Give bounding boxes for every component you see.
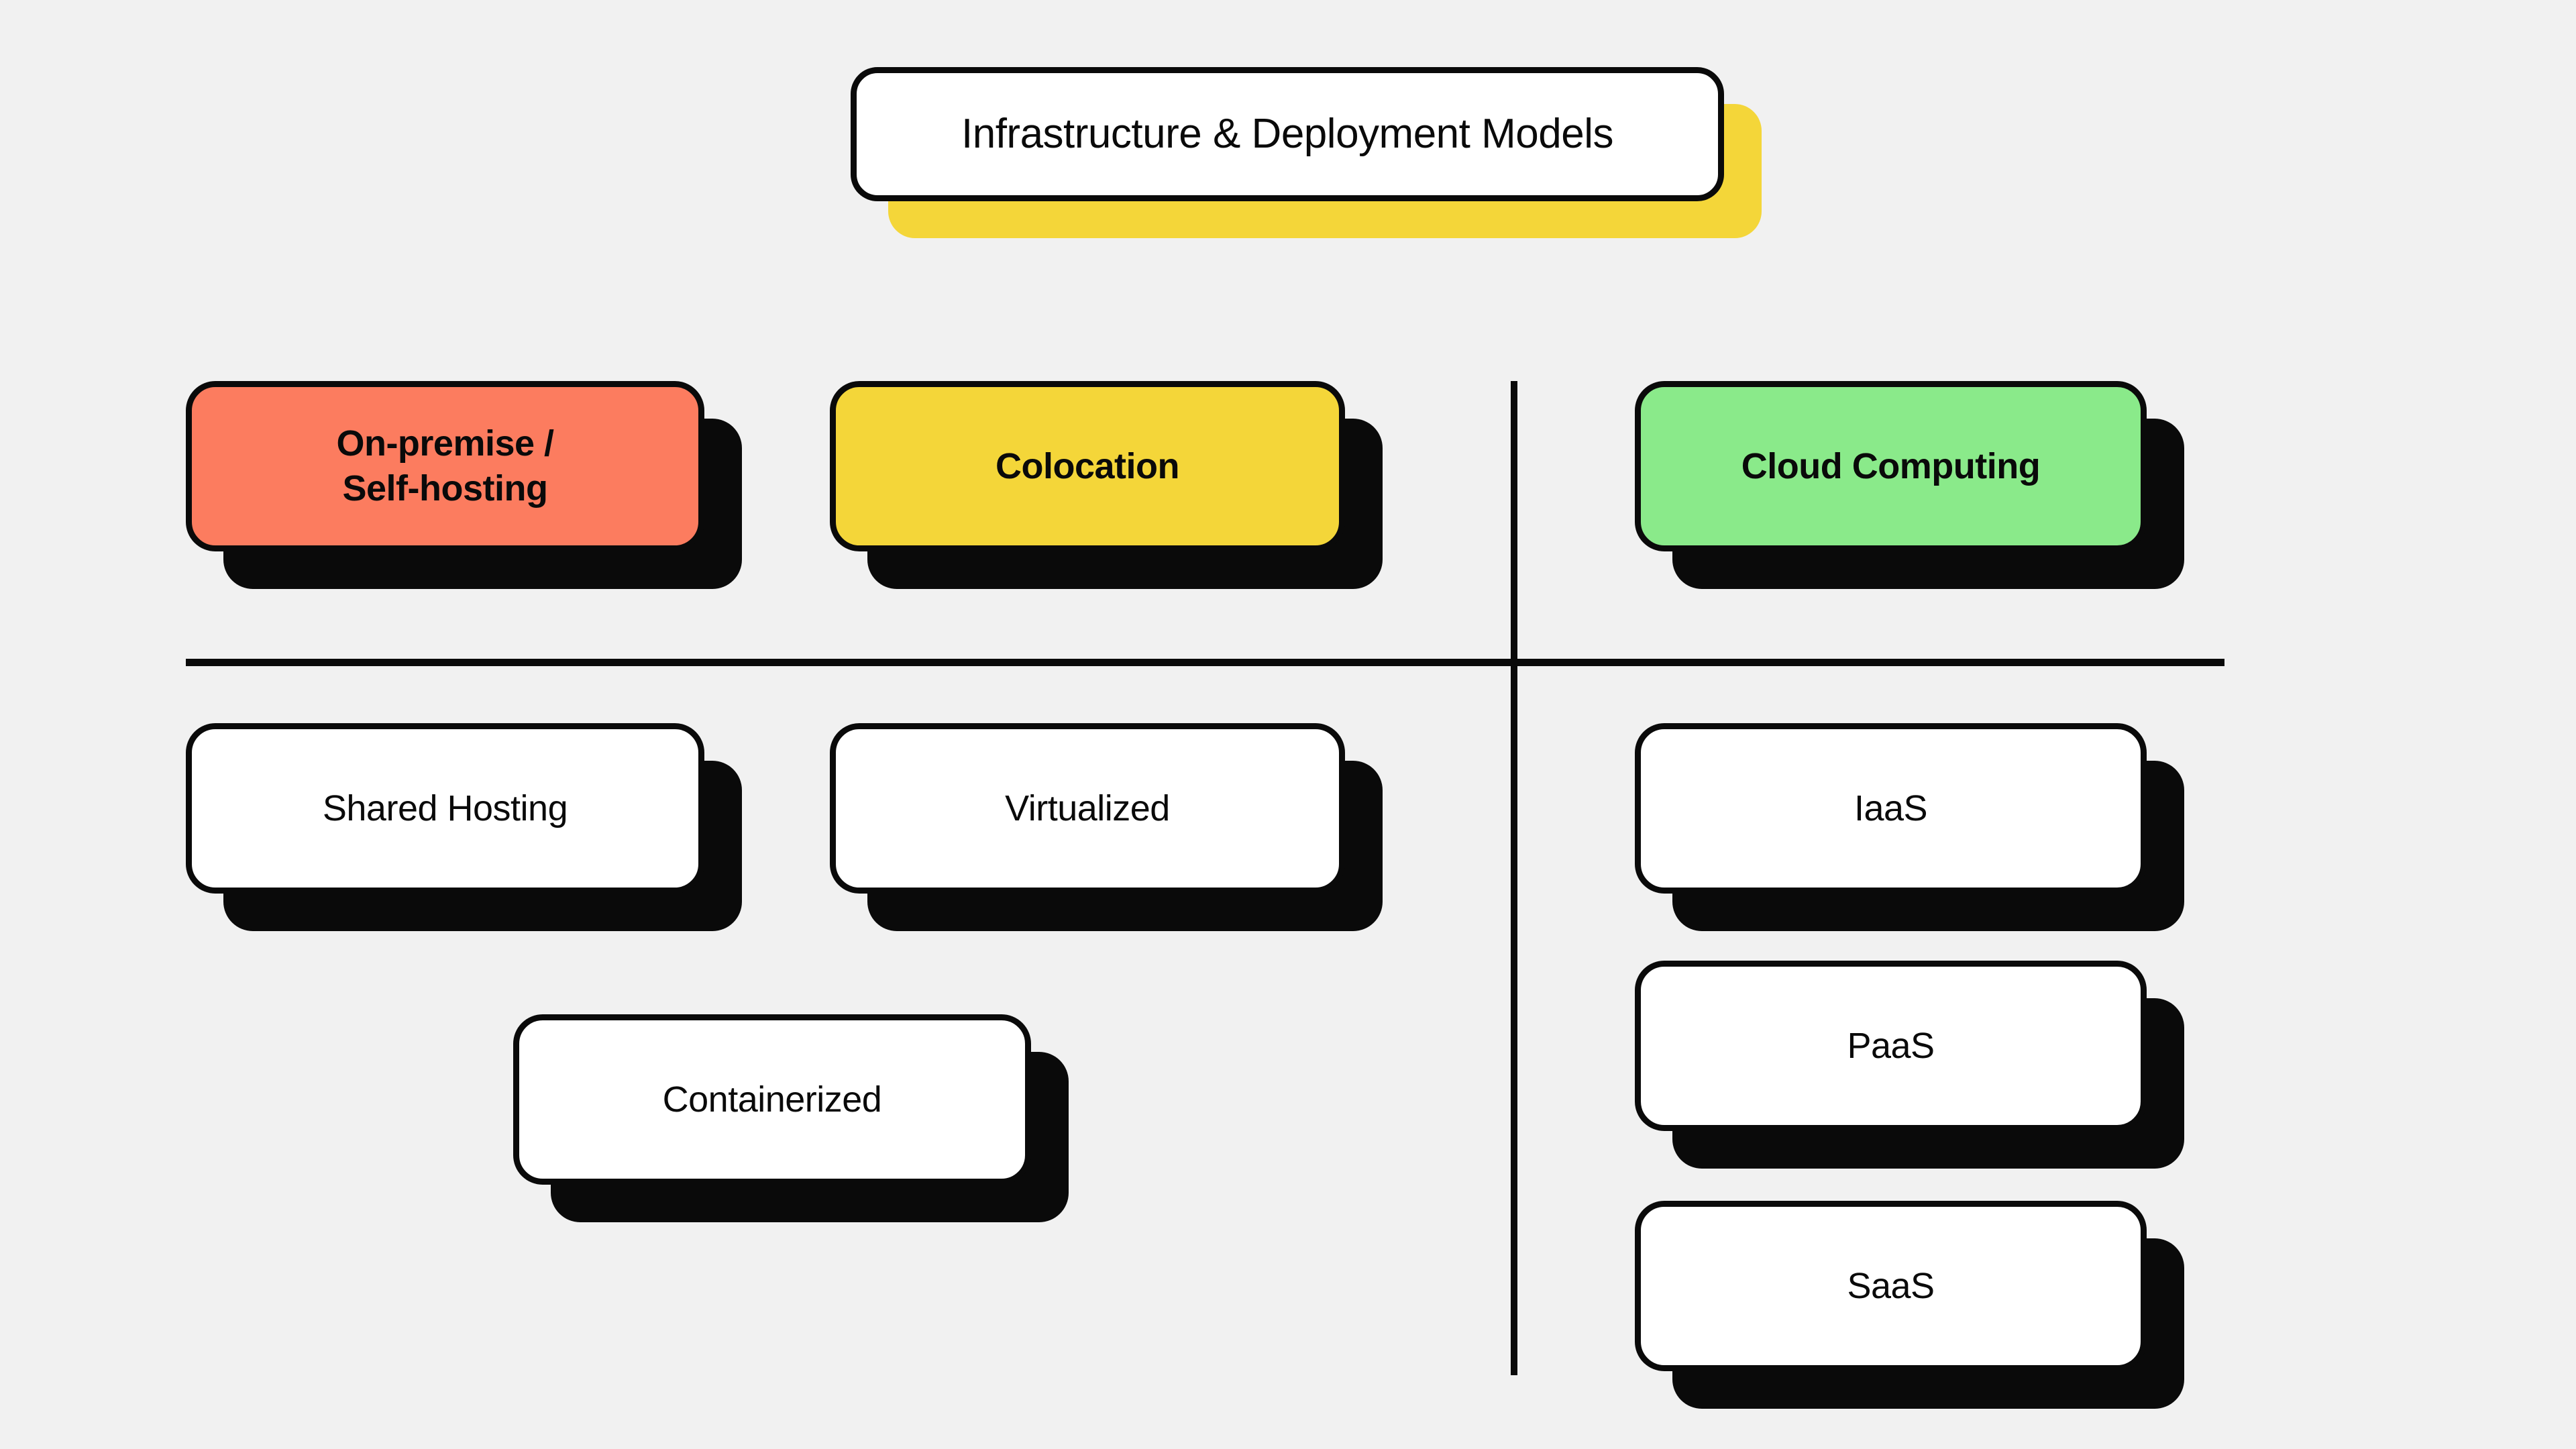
column-divider-line — [1511, 381, 1517, 1375]
title-card: Infrastructure & Deployment Models — [851, 67, 1724, 201]
item-card-paas[interactable]: PaaS — [1635, 961, 2147, 1131]
item-card-containerized[interactable]: Containerized — [513, 1014, 1031, 1185]
item-card-saas[interactable]: SaaS — [1635, 1201, 2147, 1371]
category-label-cloud-computing: Cloud Computing — [1741, 445, 2041, 486]
item-label-iaas: IaaS — [1854, 788, 1928, 828]
category-card-on-premise[interactable]: On-premise / Self-hosting — [186, 381, 704, 551]
category-label-colocation: Colocation — [996, 445, 1180, 486]
page-title: Infrastructure & Deployment Models — [961, 110, 1613, 157]
item-card-virtualized[interactable]: Virtualized — [830, 723, 1345, 894]
category-card-cloud-computing[interactable]: Cloud Computing — [1635, 381, 2147, 551]
row-divider-line — [186, 659, 2224, 666]
category-card-colocation[interactable]: Colocation — [830, 381, 1345, 551]
item-label-containerized: Containerized — [662, 1079, 882, 1120]
item-label-saas: SaaS — [1847, 1265, 1935, 1306]
item-label-shared-hosting: Shared Hosting — [322, 788, 568, 828]
category-label-on-premise: On-premise / Self-hosting — [336, 423, 554, 508]
item-label-virtualized: Virtualized — [1005, 788, 1170, 828]
item-label-paas: PaaS — [1847, 1025, 1935, 1066]
item-card-shared-hosting[interactable]: Shared Hosting — [186, 723, 704, 894]
item-card-iaas[interactable]: IaaS — [1635, 723, 2147, 894]
